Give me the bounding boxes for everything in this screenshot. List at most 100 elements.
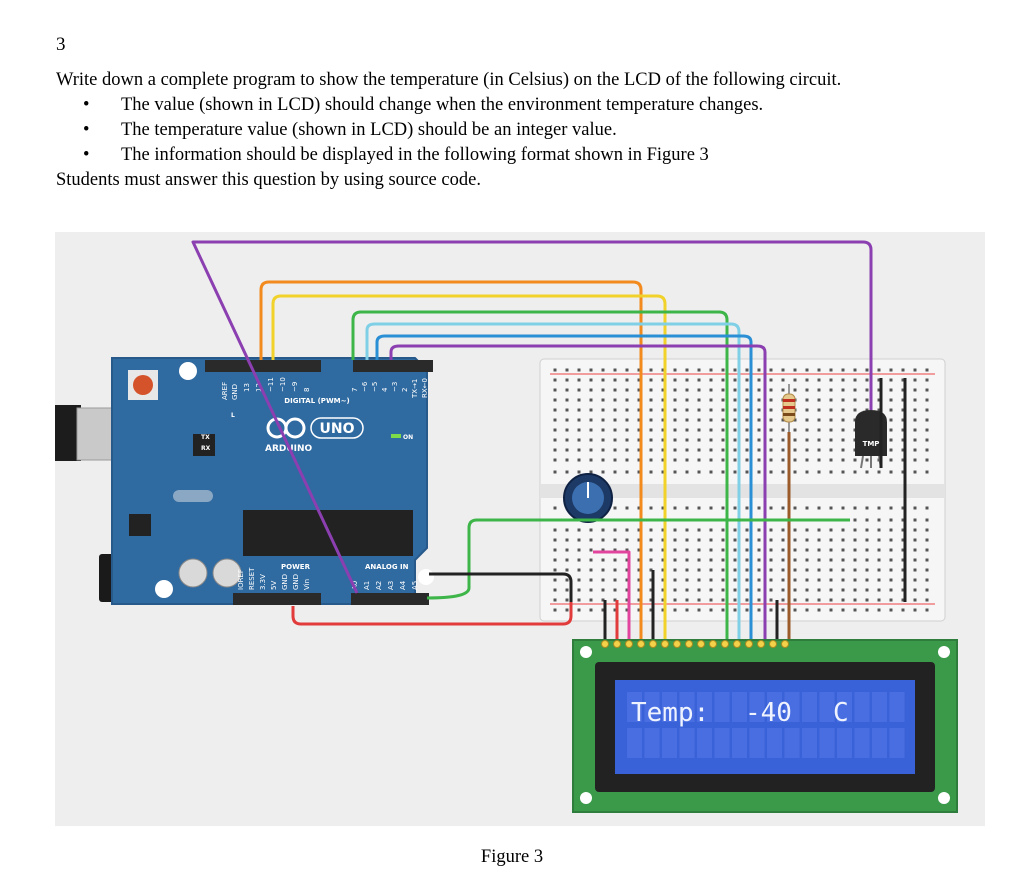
pin-label: ~9	[291, 382, 299, 392]
breadboard-hole	[817, 458, 821, 462]
pin-label: RX←0	[421, 378, 429, 398]
breadboard-hole	[709, 608, 713, 612]
breadboard-hole	[697, 548, 701, 552]
breadboard-hole	[769, 388, 773, 392]
breadboard-hole	[613, 378, 617, 382]
breadboard-hole	[769, 428, 773, 432]
reset-button[interactable]	[133, 375, 153, 395]
breadboard-hole	[745, 398, 749, 402]
breadboard-hole	[649, 528, 653, 532]
breadboard-hole	[697, 458, 701, 462]
breadboard-hole	[601, 428, 605, 432]
breadboard-hole	[721, 438, 725, 442]
breadboard-hole	[709, 438, 713, 442]
breadboard-hole	[637, 568, 641, 572]
breadboard-hole	[805, 558, 809, 562]
breadboard-hole	[613, 448, 617, 452]
breadboard-hole	[613, 368, 617, 372]
breadboard-hole	[565, 548, 569, 552]
breadboard-hole	[661, 470, 665, 474]
breadboard-hole	[661, 408, 665, 412]
breadboard-hole	[673, 598, 677, 602]
breadboard-hole	[877, 368, 881, 372]
pin-label: IOREF	[237, 569, 245, 590]
breadboard-hole	[661, 398, 665, 402]
breadboard-hole	[565, 558, 569, 562]
breadboard-hole	[889, 528, 893, 532]
breadboard-hole	[829, 388, 833, 392]
breadboard-hole	[781, 470, 785, 474]
breadboard-hole	[841, 378, 845, 382]
breadboard-hole	[685, 448, 689, 452]
pin-label: 12	[255, 383, 263, 392]
breadboard-hole	[877, 578, 881, 582]
pin-label: GND	[292, 574, 300, 590]
lcd-cell	[627, 728, 642, 758]
breadboard-hole	[757, 538, 761, 542]
breadboard-hole	[565, 588, 569, 592]
breadboard-hole	[613, 506, 617, 510]
breadboard-hole	[757, 528, 761, 532]
breadboard-hole	[769, 598, 773, 602]
breadboard-hole	[925, 458, 929, 462]
breadboard-hole	[841, 538, 845, 542]
breadboard-hole	[553, 418, 557, 422]
bullet-icon: •	[83, 120, 90, 140]
breadboard-hole	[829, 438, 833, 442]
pin-label: ~10	[279, 377, 287, 392]
breadboard-hole	[925, 378, 929, 382]
power-header	[233, 593, 321, 605]
breadboard-hole	[913, 578, 917, 582]
breadboard-hole	[745, 378, 749, 382]
breadboard-hole	[913, 458, 917, 462]
breadboard-hole	[901, 368, 905, 372]
breadboard-hole	[913, 388, 917, 392]
breadboard-hole	[709, 578, 713, 582]
lcd-cell	[732, 692, 747, 722]
breadboard-hole	[637, 428, 641, 432]
breadboard-hole	[553, 538, 557, 542]
breadboard-hole	[589, 588, 593, 592]
breadboard-hole	[793, 568, 797, 572]
breadboard-hole	[721, 378, 725, 382]
breadboard-hole	[685, 378, 689, 382]
breadboard-hole	[733, 448, 737, 452]
lcd-cell	[819, 728, 835, 758]
breadboard-hole	[733, 368, 737, 372]
breadboard-hole	[841, 368, 845, 372]
breadboard-hole	[697, 388, 701, 392]
pin-label: TX→1	[411, 379, 419, 399]
breadboard-hole	[781, 538, 785, 542]
lcd-cell	[644, 692, 660, 722]
breadboard-hole	[553, 608, 557, 612]
breadboard-hole	[913, 608, 917, 612]
breadboard-hole	[901, 548, 905, 552]
pin-label: ~5	[371, 382, 379, 392]
breadboard-hole	[901, 398, 905, 402]
breadboard-hole	[733, 608, 737, 612]
breadboard-hole	[925, 438, 929, 442]
digital-header-right	[353, 360, 433, 372]
breadboard-hole	[793, 608, 797, 612]
on-label: ON	[403, 434, 413, 441]
breadboard-hole	[589, 378, 593, 382]
breadboard-hole	[757, 458, 761, 462]
breadboard-hole	[733, 378, 737, 382]
breadboard-hole	[817, 378, 821, 382]
breadboard-hole	[685, 388, 689, 392]
breadboard-hole	[733, 578, 737, 582]
breadboard-hole	[829, 608, 833, 612]
breadboard-hole	[637, 558, 641, 562]
breadboard-hole	[901, 448, 905, 452]
breadboard-hole	[601, 448, 605, 452]
analog-header	[351, 593, 429, 605]
breadboard-hole	[613, 408, 617, 412]
breadboard-hole	[613, 568, 617, 572]
lcd-pin	[769, 640, 777, 648]
lcd-label: Temp:	[631, 698, 709, 728]
wire-green	[351, 310, 729, 642]
breadboard-hole	[757, 568, 761, 572]
breadboard-hole	[889, 408, 893, 412]
breadboard-hole	[649, 398, 653, 402]
breadboard-hole	[613, 578, 617, 582]
